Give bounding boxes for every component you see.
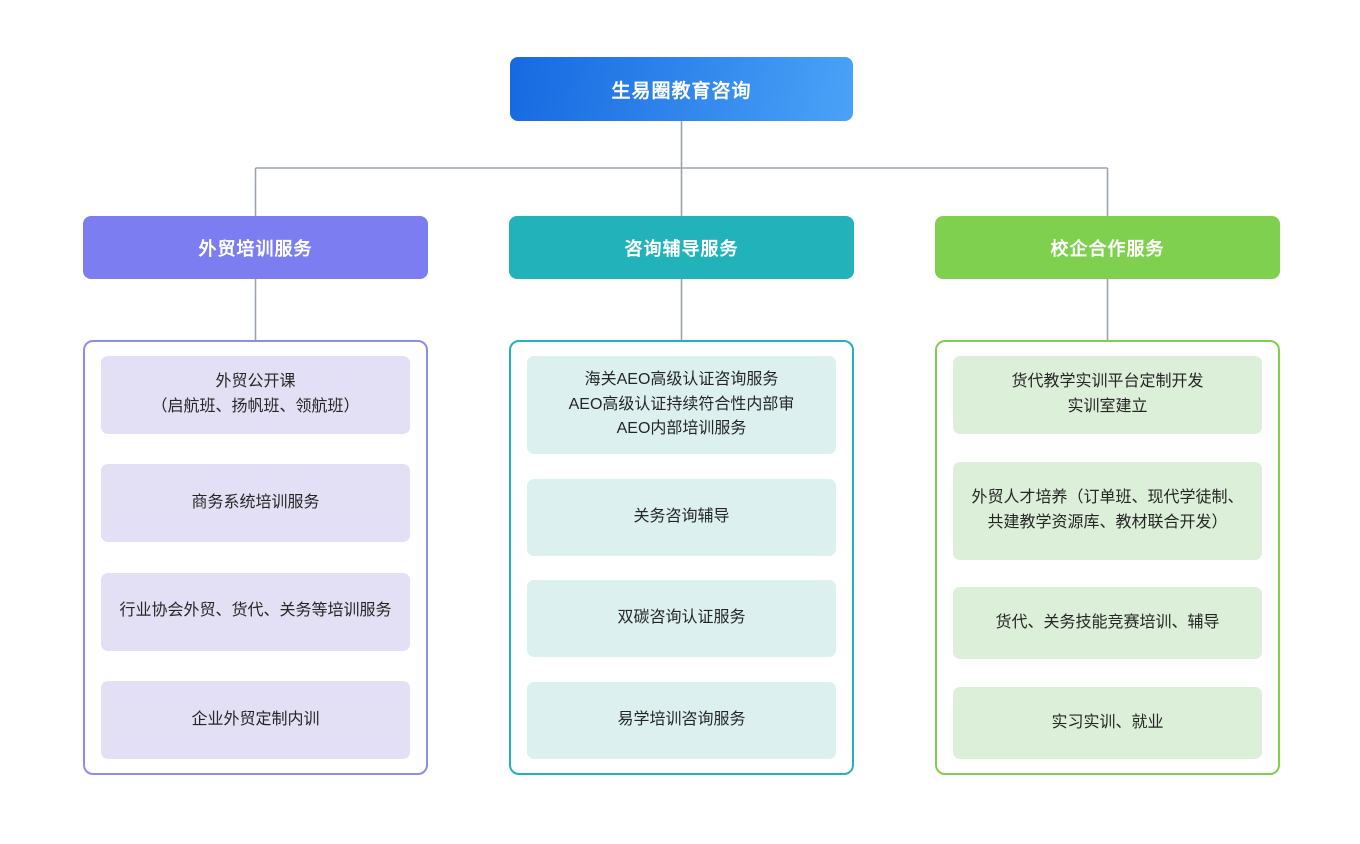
service-item[interactable]: 外贸公开课 （启航班、扬帆班、领航班） xyxy=(101,356,410,434)
branch-body-foreign-trade-training: 外贸公开课 （启航班、扬帆班、领航班） 商务系统培训服务 行业协会外贸、货代、关… xyxy=(83,340,428,775)
branch-body-consulting-coaching: 海关AEO高级认证咨询服务 AEO高级认证持续符合性内部审 AEO内部培训服务 … xyxy=(509,340,854,775)
branch-header-consulting-coaching[interactable]: 咨询辅导服务 xyxy=(509,216,854,279)
service-item[interactable]: 货代、关务技能竞赛培训、辅导 xyxy=(953,587,1262,660)
service-item[interactable]: 海关AEO高级认证咨询服务 AEO高级认证持续符合性内部审 AEO内部培训服务 xyxy=(527,356,836,454)
service-item[interactable]: 实习实训、就业 xyxy=(953,686,1262,759)
branch-body-school-enterprise: 货代教学实训平台定制开发 实训室建立 外贸人才培养（订单班、现代学徒制、共建教学… xyxy=(935,340,1280,775)
service-item[interactable]: 货代教学实训平台定制开发 实训室建立 xyxy=(953,356,1262,434)
service-item[interactable]: 企业外贸定制内训 xyxy=(101,680,410,759)
branch-column-foreign-trade-training: 外贸培训服务 外贸公开课 （启航班、扬帆班、领航班） 商务系统培训服务 行业协会… xyxy=(83,216,428,775)
branch-column-school-enterprise: 校企合作服务 货代教学实训平台定制开发 实训室建立 外贸人才培养（订单班、现代学… xyxy=(935,216,1280,775)
service-item[interactable]: 易学培训咨询服务 xyxy=(527,681,836,759)
service-item[interactable]: 关务咨询辅导 xyxy=(527,478,836,556)
service-item[interactable]: 商务系统培训服务 xyxy=(101,464,410,543)
service-item[interactable]: 外贸人才培养（订单班、现代学徒制、共建教学资源库、教材联合开发） xyxy=(953,461,1262,560)
branch-column-consulting-coaching: 咨询辅导服务 海关AEO高级认证咨询服务 AEO高级认证持续符合性内部审 AEO… xyxy=(509,216,854,775)
service-item[interactable]: 行业协会外贸、货代、关务等培训服务 xyxy=(101,572,410,651)
branch-header-foreign-trade-training[interactable]: 外贸培训服务 xyxy=(83,216,428,279)
service-item[interactable]: 双碳咨询认证服务 xyxy=(527,580,836,658)
branch-header-school-enterprise[interactable]: 校企合作服务 xyxy=(935,216,1280,279)
root-node[interactable]: 生易圈教育咨询 xyxy=(510,57,853,121)
